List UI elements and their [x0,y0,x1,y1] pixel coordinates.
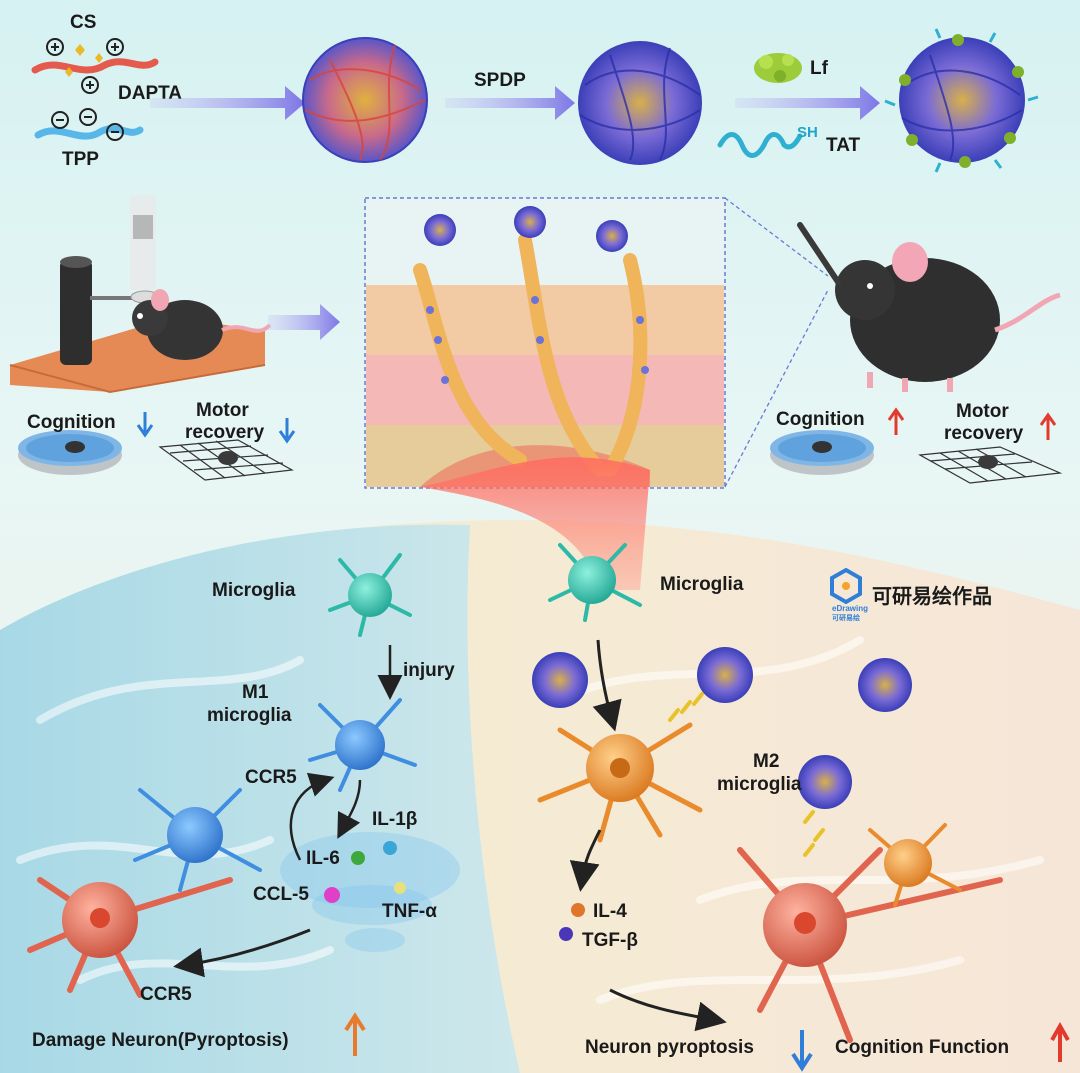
up-arrow-motor-right [1039,412,1057,440]
label-motor-right-1: Motor [956,401,1009,422]
label-m2-2: microglia [717,774,802,795]
tnfa-marker [394,882,406,894]
label-ccl5: CCL-5 [253,884,309,905]
rotarod-mouse-untreated [9,195,272,394]
nasal-mucosa-inset [364,197,726,489]
label-ccr5-bottom: CCR5 [140,984,192,1005]
plus-charge-icons [46,38,124,94]
edrawing-logo [830,567,862,605]
down-arrow-cognition-left [136,412,154,438]
cycle-arrow-down [337,779,362,839]
cs-polymer-strand [31,58,159,74]
ccl5-to-neuron-arrow [173,928,311,978]
up-arrow-cognition-right [887,407,905,435]
label-damage-neuron: Damage Neuron(Pyroptosis) [32,1030,289,1051]
label-ccr5-top: CCR5 [245,767,297,788]
label-lf: Lf [810,58,829,79]
label-m2-1: M2 [753,751,779,772]
tat-helix-icon [717,132,803,158]
nanoparticle-functionalized [884,28,1039,173]
microglia-resting-left [328,553,412,637]
down-arrow-pyroptosis [791,1030,813,1072]
mouse-on-grid-left [218,451,238,465]
label-sh: SH [797,124,818,141]
label-injury: injury [403,660,455,681]
damaged-neuron [27,877,233,998]
tgfb-marker [559,927,573,941]
lactoferrin-icon [754,53,802,83]
cycle-arrow-up [289,772,335,861]
inset-zoom-lines [724,197,829,488]
process-arrow-2 [445,86,575,120]
up-arrow-cognition-function [1050,1021,1070,1062]
water-maze-treated [770,430,874,475]
label-tnfa: TNF-α [382,901,437,922]
label-microglia-left: Microglia [212,580,296,601]
healthy-neuron [737,847,1003,1043]
dapta-peptide-icons [65,44,103,77]
microglia-m1 [308,698,417,792]
ccl5-marker [324,887,340,903]
il6-marker [351,851,365,865]
label-motor-left-2: recovery [185,422,265,443]
label-motor-left-1: Motor [196,400,249,421]
microglia-to-m2-arrow [592,639,622,732]
label-il6: IL-6 [306,848,340,869]
il4-marker [571,903,585,917]
intranasal-mouse-treated [797,222,1061,392]
mouse-on-grid-right [978,455,998,469]
synthesis-row: CS DAPTA TPP SPDP [31,12,1039,173]
label-microglia-right: Microglia [660,574,744,595]
watermark-brand: 可研易绘作品 [872,584,992,608]
microglia-m2 [537,722,703,843]
process-arrow-3 [735,86,880,120]
label-il4: IL-4 [593,901,627,922]
label-il1b: IL-1β [372,809,417,830]
minus-charge-icons [51,108,124,141]
up-arrow-damage [344,1012,366,1056]
dapta-release [668,692,825,857]
label-spdp: SPDP [474,70,526,91]
label-cognition-function: Cognition Function [835,1037,1009,1058]
process-arrow-to-inset [268,304,340,340]
il1b-marker [383,841,397,855]
label-m1-1: M1 [242,682,269,703]
logo-text-cn: 可研易绘 [832,613,860,622]
m2-cytokine-arrow [569,829,602,892]
to-pyroptosis-arrow [609,988,727,1032]
label-cognition-left: Cognition [27,412,116,433]
label-cognition-right: Cognition [776,409,865,430]
nanoparticles-m2 [532,647,912,809]
water-maze-untreated [18,430,122,475]
tpp-strand [34,125,144,140]
label-cs: CS [70,12,96,33]
process-arrow-1 [150,86,305,120]
label-tgfb: TGF-β [582,930,638,951]
microglia-m1-secondary [133,788,262,892]
label-neuron-pyroptosis: Neuron pyroptosis [585,1037,754,1058]
microglia-m2-secondary [868,823,962,907]
cytokine-vortex [280,832,460,952]
label-tpp: TPP [62,149,99,170]
label-tat: TAT [826,135,861,156]
down-arrow-motor-left [278,418,296,444]
nanoparticle-core [302,37,428,163]
nanoparticle-activated [578,41,702,165]
logo-text-en: eDrawing [832,604,868,613]
label-m1-2: microglia [207,705,292,726]
label-motor-right-2: recovery [944,423,1024,444]
microglia-resting-right [548,543,642,622]
